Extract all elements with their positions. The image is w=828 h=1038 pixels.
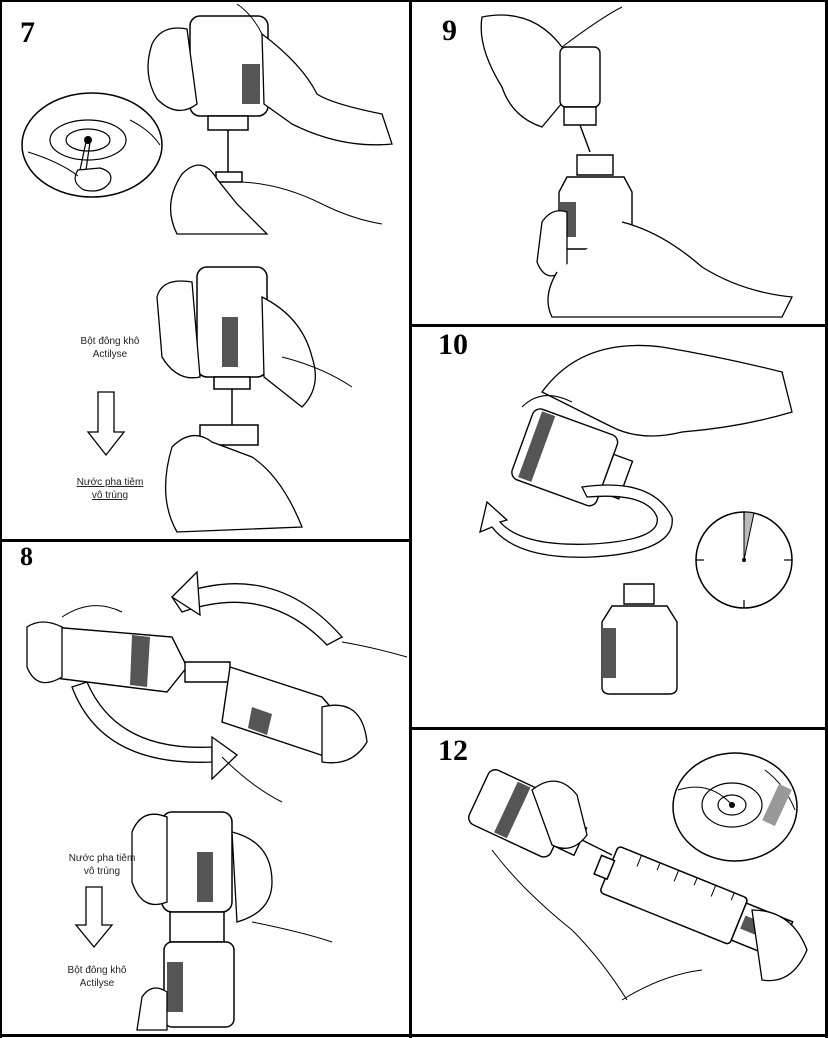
step-8-rotation-illustration (22, 557, 407, 817)
divider-vertical (409, 0, 412, 1038)
down-arrow (74, 887, 114, 949)
step-10-panel: 10 (412, 327, 825, 727)
step-10-illustration (462, 332, 822, 722)
step-12-panel: 12 (412, 730, 825, 1034)
step-number: 8 (20, 542, 33, 571)
step-8-panel: 8 Nước pha tiêm vô (2, 542, 409, 1034)
step-7-panel: 7 Bột đôn (2, 2, 409, 539)
label-sterile-water: Nước pha tiêm vô trùng (52, 852, 152, 878)
vial-stopper-detail-inset (20, 90, 165, 205)
label-lyophilised-powder: Bột đông khô Actilyse (60, 335, 160, 361)
label-line-2: vô trùng (91, 490, 129, 501)
label-line-2: Actilyse (79, 978, 115, 989)
step-number: 10 (438, 328, 468, 361)
step-9-panel: 9 (412, 2, 825, 324)
frame-top (0, 0, 828, 2)
step-7-upper-illustration (142, 4, 407, 239)
step-number: 7 (20, 16, 35, 49)
step-number: 9 (442, 14, 457, 47)
label-line-2: Actilyse (92, 349, 128, 360)
label-line-1: Nước pha tiêm (76, 477, 144, 488)
frame-left (0, 0, 2, 1038)
label-line-2: vô trùng (83, 866, 121, 877)
label-lyophilised-powder: Bột đông khô Actilyse (47, 964, 147, 990)
needle-insertion-detail-inset (670, 750, 800, 865)
label-line-1: Bột đông khô (80, 336, 140, 347)
label-line-1: Nước pha tiêm (68, 853, 136, 864)
frame-bottom (0, 1034, 828, 1037)
step-number: 12 (438, 734, 468, 767)
divider-right-horizontal-1 (409, 324, 828, 327)
down-arrow (86, 392, 126, 457)
step-7-lower-illustration (152, 257, 352, 537)
divider-left-horizontal (0, 539, 412, 542)
divider-right-horizontal-2 (409, 727, 828, 730)
label-sterile-water: Nước pha tiêm vô trùng (60, 476, 160, 502)
step-8-vertical-illustration (122, 792, 342, 1032)
step-9-illustration (472, 7, 822, 317)
frame-right (825, 0, 828, 1038)
label-line-1: Bột đông khô (67, 965, 127, 976)
step-12-illustration (462, 760, 822, 1030)
